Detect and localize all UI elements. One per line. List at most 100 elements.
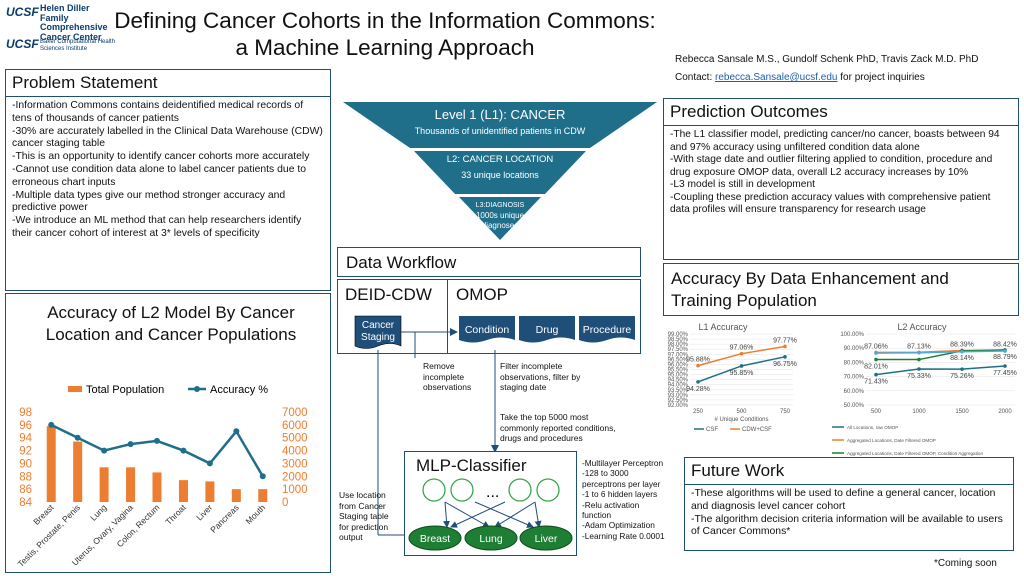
y-tick-label: 97.00%	[668, 352, 689, 358]
y-left-tick-label: 84	[19, 497, 32, 509]
y-tick-label: 96.00%	[668, 362, 689, 368]
y-tick-label: 95.00%	[668, 373, 689, 379]
neural-network-diagram: ... Breast Lung Liver	[408, 478, 573, 551]
x-tick-label: 1000	[912, 409, 926, 415]
bar	[205, 481, 215, 502]
l2-line-accuracy-chart: L2 Accuracy 100.00%90.00%80.00%70.00%60.…	[832, 322, 1017, 469]
y-tick-label: 80.00%	[844, 360, 865, 366]
cancer-staging-node	[354, 315, 402, 349]
legend-swatch-bar	[68, 386, 82, 392]
bullet: -Coupling these prediction accuracy valu…	[670, 191, 991, 216]
contact-email-link[interactable]: rebecca.Sansale@ucsf.edu	[715, 72, 838, 83]
x-tick-label: 750	[780, 409, 791, 415]
future-work-panel: Future Work -These algorithms will be us…	[684, 457, 1014, 551]
problem-statement-body: -Information Commons contains deidentifi…	[6, 97, 330, 244]
problem-statement-heading: Problem Statement	[6, 70, 330, 97]
series-point	[696, 380, 700, 384]
series-point	[783, 355, 787, 359]
data-label: 96.75%	[773, 361, 797, 368]
x-tick-label: 500	[736, 409, 747, 415]
future-work-heading: Future Work	[685, 458, 1013, 485]
bullet: -Cannot use condition data alone to labe…	[12, 163, 307, 188]
accuracy-point	[74, 434, 81, 441]
bar	[152, 472, 162, 502]
hidden-node	[508, 478, 532, 502]
data-label: 97.77%	[773, 337, 797, 344]
l2-accuracy-chart-panel: Accuracy of L2 Model By Cancer Location …	[5, 293, 331, 573]
mlp-classifier-title: MLP-Classifier	[416, 456, 527, 475]
prediction-outcomes-panel: Prediction Outcomes -The L1 classifier m…	[663, 98, 1019, 260]
l2-subtitle: 33 unique locations	[461, 170, 539, 180]
data-label: 75.26%	[950, 373, 974, 380]
accuracy-point	[127, 441, 134, 448]
y-tick-label: 50.00%	[844, 403, 865, 409]
series-line	[875, 365, 1006, 376]
y-tick-label: 97.50%	[668, 347, 689, 353]
condition-node	[459, 316, 515, 343]
x-tick-label: Mouth	[243, 502, 267, 526]
data-label: 97.06%	[730, 345, 754, 352]
series-point	[874, 351, 878, 355]
contact-suffix: for project inquiries	[837, 72, 925, 83]
footnote: *Coming soon	[934, 558, 997, 569]
y-tick-label: 100.00%	[840, 332, 864, 338]
l2-accuracy-chart: Total Population Accuracy % 989694929088…	[16, 384, 308, 569]
authors: Rebecca Sansale M.S., Gundolf Schenk PhD…	[675, 54, 979, 65]
series-point	[960, 349, 964, 354]
chart-title: L2 Accuracy	[897, 322, 947, 332]
x-tick-label: Breast	[31, 502, 56, 527]
l3-subtitle: diagnoses	[482, 221, 518, 230]
drug-label: Drug	[536, 324, 559, 336]
series-point	[696, 363, 700, 368]
y-right-tick-label: 7000	[282, 407, 308, 419]
y-left-tick-label: 94	[19, 433, 32, 445]
bullet: -This is an opportunity to identify canc…	[12, 151, 310, 163]
omop-label: OMOP	[456, 285, 508, 304]
y-tick-label: 96.50%	[668, 357, 689, 363]
l2-title: L2: CANCER LOCATION	[447, 154, 554, 165]
y-tick-label: 98.50%	[668, 337, 689, 343]
data-label: 87.06%	[864, 343, 888, 350]
x-tick-label: 250	[693, 409, 704, 415]
hidden-node	[536, 478, 560, 502]
y-left-tick-label: 98	[19, 407, 32, 419]
procedure-node	[579, 316, 635, 343]
x-tick-label: Throat	[163, 502, 188, 527]
remove-note: Remove incomplete observations	[423, 361, 472, 392]
accuracy-point	[154, 437, 160, 444]
org-name-line: Cancer Center	[40, 31, 102, 42]
data-label: 77.45%	[993, 370, 1017, 377]
data-label: 88.14%	[950, 355, 974, 362]
ucsf-mark: UCSF	[6, 5, 39, 19]
y-tick-label: 70.00%	[844, 375, 865, 381]
output-node-liver	[519, 525, 573, 551]
workflow-heading-box: Data Workflow	[337, 247, 641, 277]
bar	[178, 480, 188, 502]
bar	[46, 426, 56, 502]
y-left-tick-label: 86	[19, 484, 32, 496]
legend-label: Total Population	[86, 384, 164, 396]
bullet: -Multiple data types give our method str…	[12, 189, 286, 214]
accuracy-point	[48, 421, 55, 428]
series-point	[917, 357, 921, 362]
filter-note: Filter incomplete observations, filter b…	[500, 361, 581, 392]
accuracy-point	[180, 447, 187, 454]
accuracy-point	[233, 428, 240, 435]
l1-accuracy-chart: L1 Accuracy 99.00%98.50%98.00%97.50%97.0…	[668, 322, 797, 433]
hidden-node	[422, 478, 446, 502]
bullet: -The algorithm decision criteria informa…	[691, 513, 1003, 538]
l1-subtitle: Thousands of unidentified patients in CD…	[415, 126, 586, 136]
series-line	[875, 350, 1006, 354]
prediction-outcomes-heading: Prediction Outcomes	[664, 99, 1018, 126]
series-point	[1003, 349, 1007, 353]
bar	[258, 489, 268, 502]
y-tick-label: 92.00%	[668, 403, 689, 409]
y-tick-label: 94.50%	[668, 378, 689, 384]
x-tick-label: Liver	[194, 502, 214, 522]
specificity-pyramid: Level 1 (L1): CANCER Thousands of uniden…	[343, 102, 657, 240]
series-point	[739, 364, 744, 368]
y-tick-label: 93.00%	[668, 393, 689, 399]
bullet: -With stage date and outlier filtering a…	[670, 154, 993, 178]
y-tick-label: 90.00%	[844, 346, 865, 352]
y-right-tick-label: 6000	[282, 420, 308, 432]
